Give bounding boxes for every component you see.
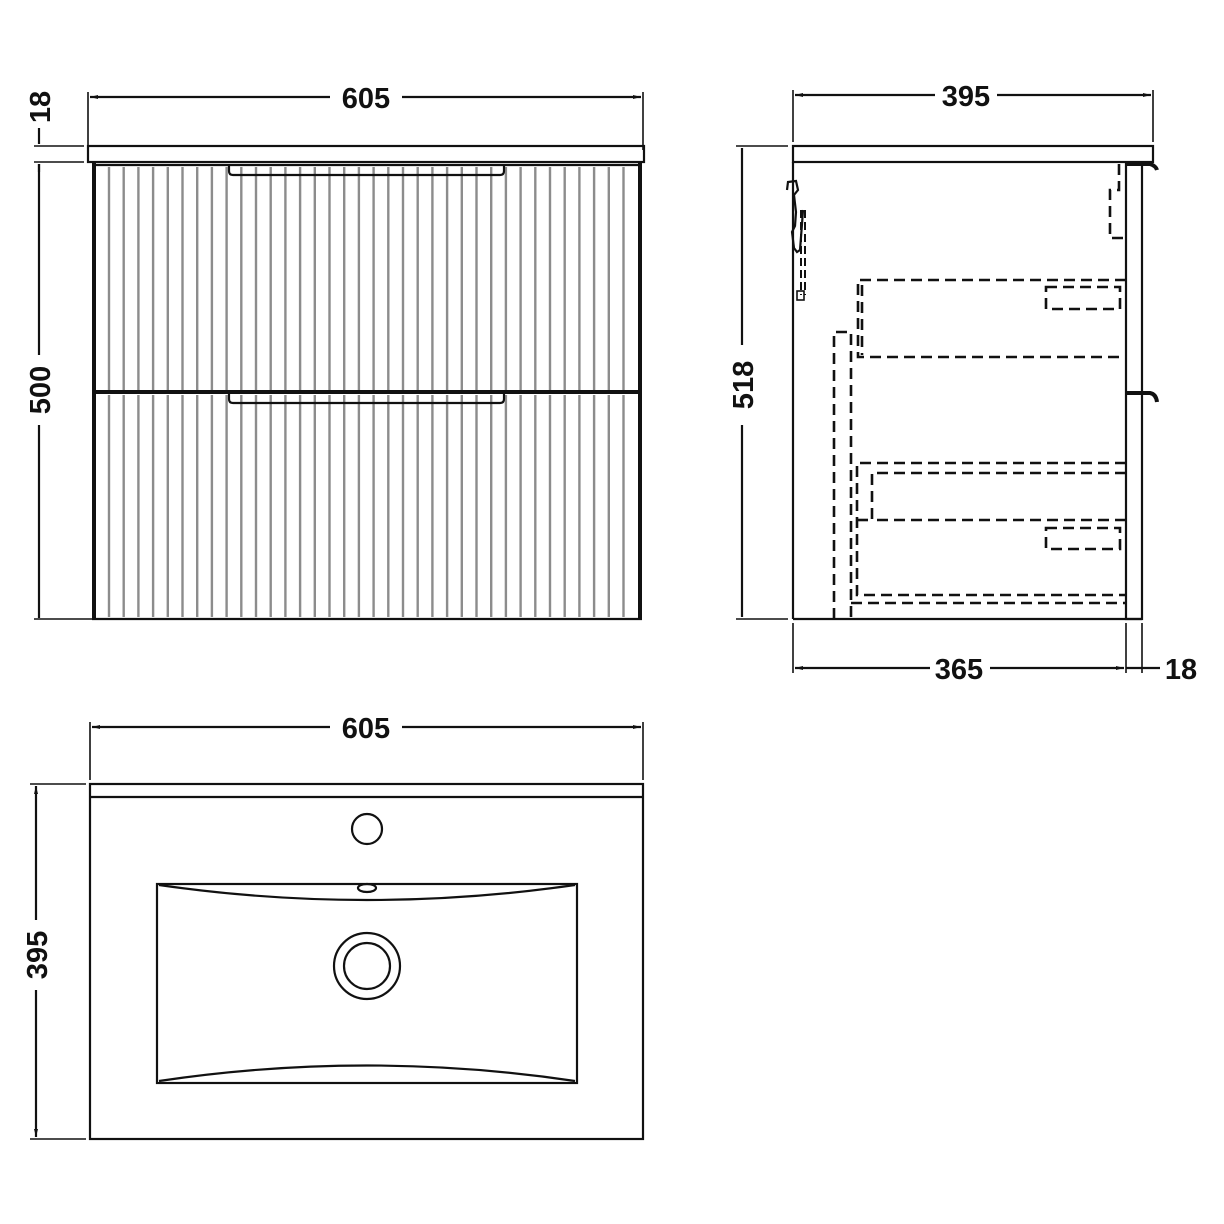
front-height-dimension: 500 [25, 164, 92, 620]
side-depth-dimension: 395 [792, 81, 1154, 142]
waste-outlet-outer [332, 931, 402, 1001]
top-drawer-handle [227, 166, 506, 177]
front-elevation: 605 18 500 [25, 83, 646, 621]
plan-outline [88, 782, 645, 1141]
side-elevation: 395 518 [728, 81, 1197, 686]
side-height-label: 518 [728, 361, 760, 409]
waste-outlet-inner [342, 941, 392, 991]
bottom-drawer-handle-cutout [1044, 526, 1122, 551]
plan-depth-dimension: 395 [22, 783, 86, 1140]
front-worktop [86, 144, 646, 164]
side-height-dimension: 518 [728, 145, 788, 620]
front-fluted-slats [107, 167, 625, 617]
plan-width-dimension: 605 [89, 713, 644, 780]
bottom-drawer-handle [227, 394, 506, 405]
tap-hole [350, 812, 384, 846]
side-door-thickness-label: 18 [1165, 654, 1197, 686]
plan-depth-label: 395 [22, 931, 54, 979]
side-depth-label: 395 [942, 81, 990, 113]
rear-post [832, 330, 853, 619]
side-worktop [791, 144, 1155, 164]
front-width-dimension: 605 [87, 83, 644, 150]
front-worktop-thickness-label: 18 [25, 91, 57, 123]
overflow [356, 882, 378, 894]
side-bottom-dimensions: 365 18 [792, 623, 1197, 686]
side-carcass-depth-label: 365 [935, 654, 983, 686]
top-drawer-handle-cutout [1044, 285, 1122, 311]
bottom-drawer-outline [855, 461, 1126, 597]
top-drawer-outline [856, 278, 1126, 359]
front-width-label: 605 [342, 83, 390, 115]
plan-view: 605 395 [22, 713, 645, 1141]
basin-bowl [155, 882, 579, 1085]
front-height-label: 500 [25, 366, 57, 414]
front-worktop-dimension: 18 [25, 91, 84, 172]
plan-width-label: 605 [342, 713, 390, 745]
side-handle [1126, 391, 1159, 403]
